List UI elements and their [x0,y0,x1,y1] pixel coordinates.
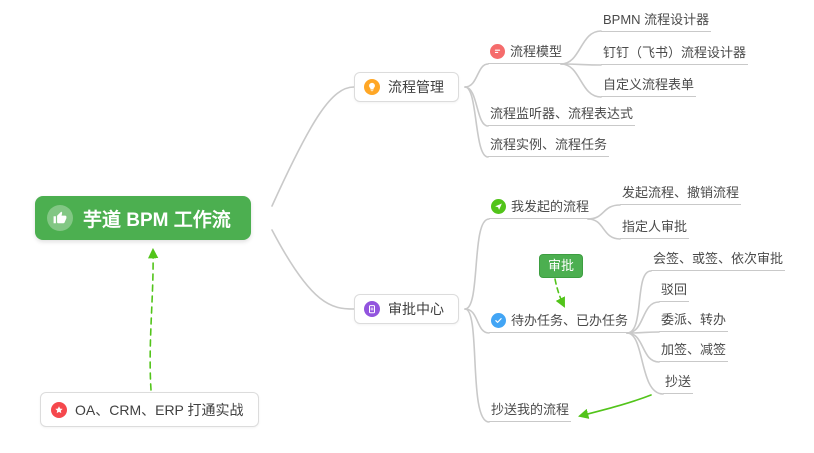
topic-label: BPMN 流程设计器 [603,12,710,27]
topic-label: 加签、减签 [661,342,727,357]
clipboard-icon [364,301,380,317]
arrow-cc-to-ccprocess [577,394,652,419]
check-icon [491,313,506,328]
topic-label: 发起流程、撤销流程 [622,185,740,200]
topic-countersign[interactable]: 会签、或签、依次审批 [651,251,786,271]
topic-my-initiated[interactable]: 我发起的流程 [489,199,592,219]
topic-start-cancel-process[interactable]: 发起流程、撤销流程 [620,185,742,205]
star-icon [51,401,67,418]
topic-dingtalk-designer[interactable]: 钉钉（飞书）流程设计器 [601,45,749,65]
arrow-note-to-root [147,247,159,391]
topic-label: 我发起的流程 [511,199,590,214]
note-oa-crm-erp[interactable]: OA、CRM、ERP 打通实战 [40,392,259,427]
topic-label: 待办任务、已办任务 [511,313,629,328]
topic-assignee-approval[interactable]: 指定人审批 [620,219,690,239]
branch-label: 流程管理 [388,79,444,95]
branch-approval-center[interactable]: 审批中心 [354,294,459,324]
branch-label: 审批中心 [388,301,444,317]
topic-label: 抄送 [665,374,692,389]
topic-label: 流程实例、流程任务 [490,137,608,152]
topic-bpmn-designer[interactable]: BPMN 流程设计器 [601,12,712,32]
topic-delegate-transfer[interactable]: 委派、转办 [659,312,729,332]
topic-reject[interactable]: 驳回 [659,282,690,302]
paper-plane-icon [491,199,506,214]
topic-label: 驳回 [661,282,688,297]
callout-label: 审批 [548,258,575,273]
topic-label: 抄送我的流程 [491,402,570,417]
arrow-callout-to-tasks [554,278,565,308]
topic-label: 指定人审批 [622,219,688,234]
topic-label: 流程监听器、流程表达式 [490,106,634,121]
list-icon [490,44,505,59]
callout-approval[interactable]: 审批 [539,254,584,278]
root-topic[interactable]: 芋道 BPM 工作流 [35,196,251,240]
topic-custom-form[interactable]: 自定义流程表单 [601,77,697,97]
topic-process-model[interactable]: 流程模型 [488,44,565,64]
topic-listener-expression[interactable]: 流程监听器、流程表达式 [488,106,636,126]
topic-label: 流程模型 [510,44,563,59]
note-label: OA、CRM、ERP 打通实战 [75,401,244,418]
topic-todo-done-tasks[interactable]: 待办任务、已办任务 [489,313,631,333]
topic-label: 会签、或签、依次审批 [653,251,784,266]
lightbulb-icon [364,79,380,95]
topic-cc-my-process[interactable]: 抄送我的流程 [489,402,572,422]
topic-addsign-reducesign[interactable]: 加签、减签 [659,342,729,362]
topic-instance-task[interactable]: 流程实例、流程任务 [488,137,610,157]
topic-label: 自定义流程表单 [603,77,695,92]
branch-process-management[interactable]: 流程管理 [354,72,459,102]
thumbs-up-icon [47,205,73,231]
topic-label: 钉钉（飞书）流程设计器 [603,45,747,60]
root-topic-label: 芋道 BPM 工作流 [83,209,231,231]
topic-cc[interactable]: 抄送 [663,374,694,394]
topic-label: 委派、转办 [661,312,727,327]
